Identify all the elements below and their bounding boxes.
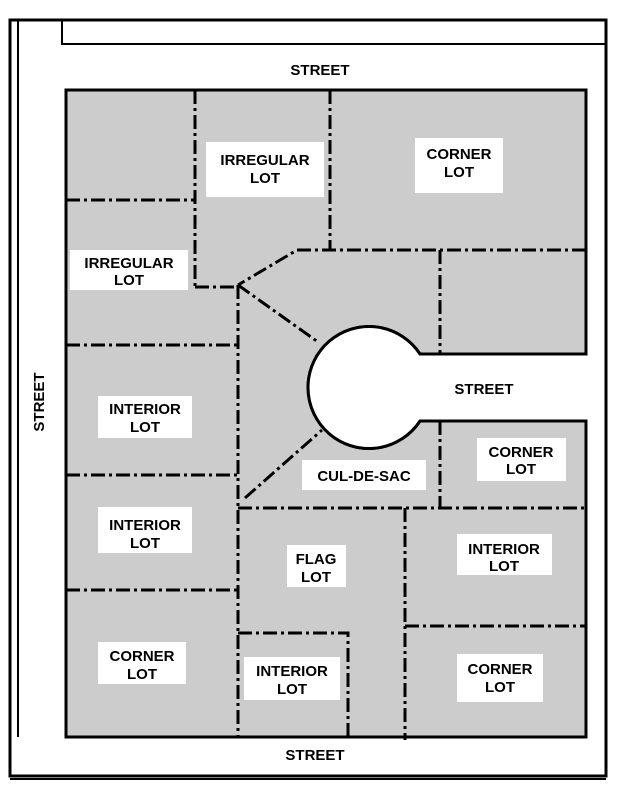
svg-text:FLAG: FLAG: [296, 551, 337, 568]
lot-label: INTERIOR LOT: [98, 507, 192, 553]
svg-text:LOT: LOT: [250, 170, 280, 187]
svg-text:LOT: LOT: [485, 679, 515, 696]
lot-lines: [66, 90, 586, 740]
lot-label: CORNER LOT: [98, 642, 186, 684]
street-label-bottom: STREET: [285, 747, 344, 764]
svg-text:INTERIOR: INTERIOR: [256, 663, 328, 680]
lot-label: INTERIOR LOT: [98, 396, 192, 438]
svg-text:LOT: LOT: [444, 164, 474, 181]
svg-text:LOT: LOT: [114, 272, 144, 289]
lot-label: FLAG LOT: [287, 545, 346, 587]
svg-text:INTERIOR: INTERIOR: [468, 541, 540, 558]
lot-line: [237, 283, 319, 344]
lot-label: INTERIOR LOT: [457, 534, 552, 575]
lot-label: IRREGULAR LOT: [206, 142, 324, 197]
street-label-cul-de-sac: STREET: [454, 381, 513, 398]
lot-line: [238, 631, 350, 737]
svg-text:CORNER: CORNER: [467, 661, 532, 678]
lot-label: INTERIOR LOT: [244, 657, 340, 700]
lot-line: [237, 248, 586, 287]
svg-text:IRREGULAR: IRREGULAR: [84, 255, 173, 272]
svg-text:CORNER: CORNER: [488, 444, 553, 461]
lot-label: CORNER LOT: [457, 654, 543, 702]
svg-text:LOT: LOT: [301, 569, 331, 586]
svg-text:IRREGULAR: IRREGULAR: [220, 152, 309, 169]
lot-label: CORNER LOT: [415, 138, 503, 193]
lot-label: CUL-DE-SAC: [302, 460, 426, 490]
svg-text:LOT: LOT: [127, 666, 157, 683]
svg-text:INTERIOR: INTERIOR: [109, 517, 181, 534]
svg-text:CUL-DE-SAC: CUL-DE-SAC: [317, 468, 410, 485]
svg-text:LOT: LOT: [130, 419, 160, 436]
cul-de-sac-street: [306, 325, 586, 450]
street-opening: [584, 356, 604, 419]
svg-text:LOT: LOT: [506, 461, 536, 478]
lot-label: CORNER LOT: [477, 438, 566, 481]
svg-text:CORNER: CORNER: [426, 146, 491, 163]
svg-text:LOT: LOT: [130, 535, 160, 552]
top-street-edge: [61, 20, 606, 45]
svg-text:INTERIOR: INTERIOR: [109, 401, 181, 418]
svg-text:LOT: LOT: [277, 681, 307, 698]
svg-text:LOT: LOT: [489, 558, 519, 575]
lot-line: [244, 428, 323, 500]
lot-label: IRREGULAR LOT: [70, 250, 188, 290]
street-label-top: STREET: [290, 62, 349, 79]
street-label-left: STREET: [31, 372, 48, 431]
svg-text:CORNER: CORNER: [109, 648, 174, 665]
